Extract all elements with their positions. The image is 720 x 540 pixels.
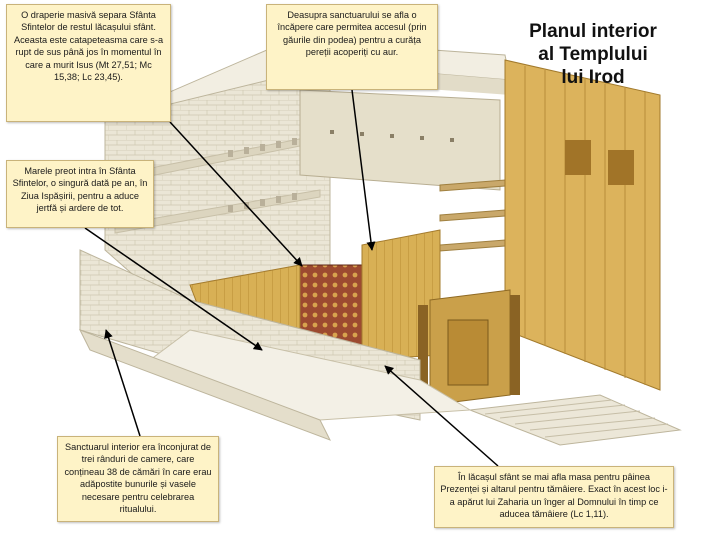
holy-place-walls: [361, 229, 441, 361]
note-upper-room: Deasupra sanctuarului se afla o încăpere…: [266, 4, 438, 90]
stair-steps: [484, 399, 669, 438]
front-staircase: [469, 394, 682, 446]
temple-doors: [447, 319, 489, 386]
note-high-priest: Marele preot intra în Sfânta Sfintelor, …: [6, 160, 154, 228]
note-holy-place: În lăcașul sfânt se mai afla masa pentru…: [434, 466, 674, 528]
porch-columns: [418, 295, 520, 405]
diagram-title: Planul interior al Templului lui Irod: [529, 21, 657, 88]
storage-shelves: [439, 179, 506, 252]
note-curtain: O draperie masivă separa Sfânta Sfintelo…: [6, 4, 171, 122]
porch-facade: [504, 59, 661, 391]
upper-room: [299, 89, 501, 191]
note-chambers: Sanctuarul interior era înconjurat de tr…: [57, 436, 219, 522]
facade-planks: [524, 66, 646, 385]
facade-capitals: [565, 140, 634, 185]
